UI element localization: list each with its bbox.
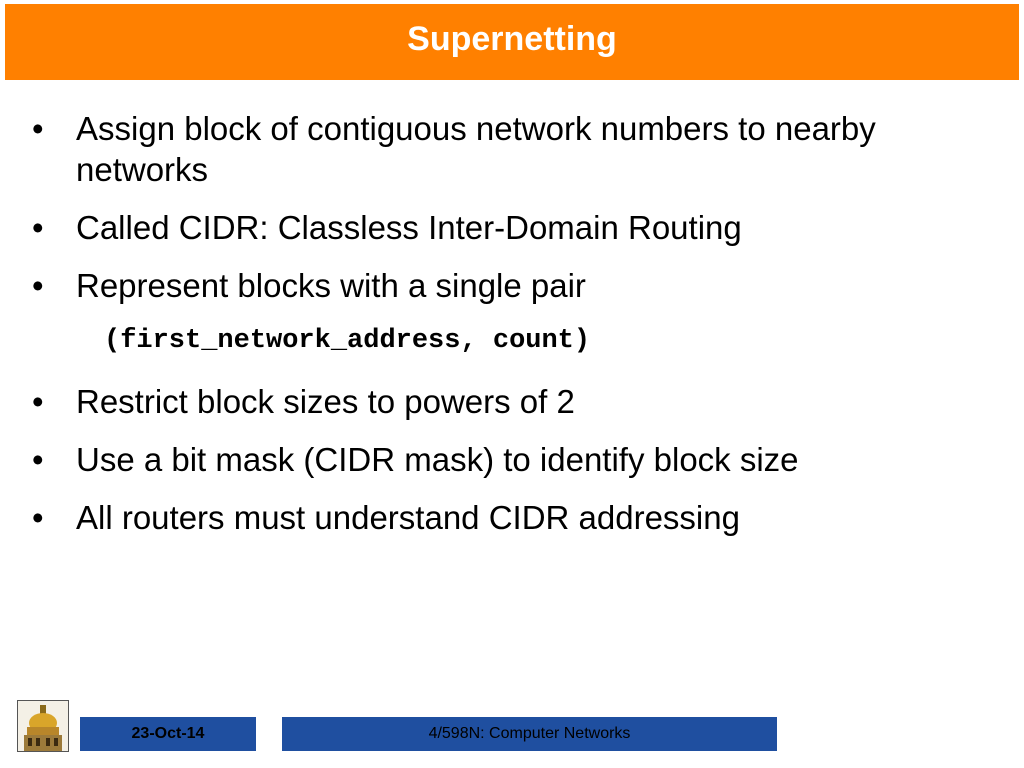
title-bar: Supernetting bbox=[5, 4, 1019, 80]
bullet-item: • Restrict block sizes to powers of 2 bbox=[30, 381, 990, 422]
bullet-text: Represent blocks with a single pair bbox=[76, 267, 586, 304]
bullet-item: • All routers must understand CIDR addre… bbox=[30, 497, 990, 538]
bullet-item: • Represent blocks with a single pair bbox=[30, 265, 990, 306]
bullet-text: Called CIDR: Classless Inter-Domain Rout… bbox=[76, 209, 742, 246]
bullet-list-top: • Assign block of contiguous network num… bbox=[30, 108, 990, 323]
golden-dome-logo-icon bbox=[17, 700, 69, 752]
bullet-dot-icon: • bbox=[32, 267, 44, 304]
code-pair: (first_network_address, count) bbox=[104, 326, 591, 356]
dome-logo-graphic bbox=[18, 701, 68, 751]
slide-title: Supernetting bbox=[407, 19, 617, 58]
bullet-text: Restrict block sizes to powers of 2 bbox=[76, 383, 575, 420]
bullet-dot-icon: • bbox=[32, 441, 44, 478]
bullet-dot-icon: • bbox=[32, 383, 44, 420]
bullet-item: • Called CIDR: Classless Inter-Domain Ro… bbox=[30, 207, 990, 248]
bullet-text: Use a bit mask (CIDR mask) to identify b… bbox=[76, 441, 799, 478]
bullet-text: Assign block of contiguous network numbe… bbox=[76, 110, 876, 188]
bullet-dot-icon: • bbox=[32, 499, 44, 536]
bullet-dot-icon: • bbox=[32, 110, 44, 147]
bullet-text: All routers must understand CIDR address… bbox=[76, 499, 740, 536]
bullet-item: • Assign block of contiguous network num… bbox=[30, 108, 990, 190]
footer-course-title: 4/598N: Computer Networks bbox=[282, 717, 777, 751]
bullet-item: • Use a bit mask (CIDR mask) to identify… bbox=[30, 439, 990, 480]
footer-date: 23-Oct-14 bbox=[80, 717, 256, 751]
bullet-list-bottom: • Restrict block sizes to powers of 2 • … bbox=[30, 381, 990, 555]
bullet-dot-icon: • bbox=[32, 209, 44, 246]
